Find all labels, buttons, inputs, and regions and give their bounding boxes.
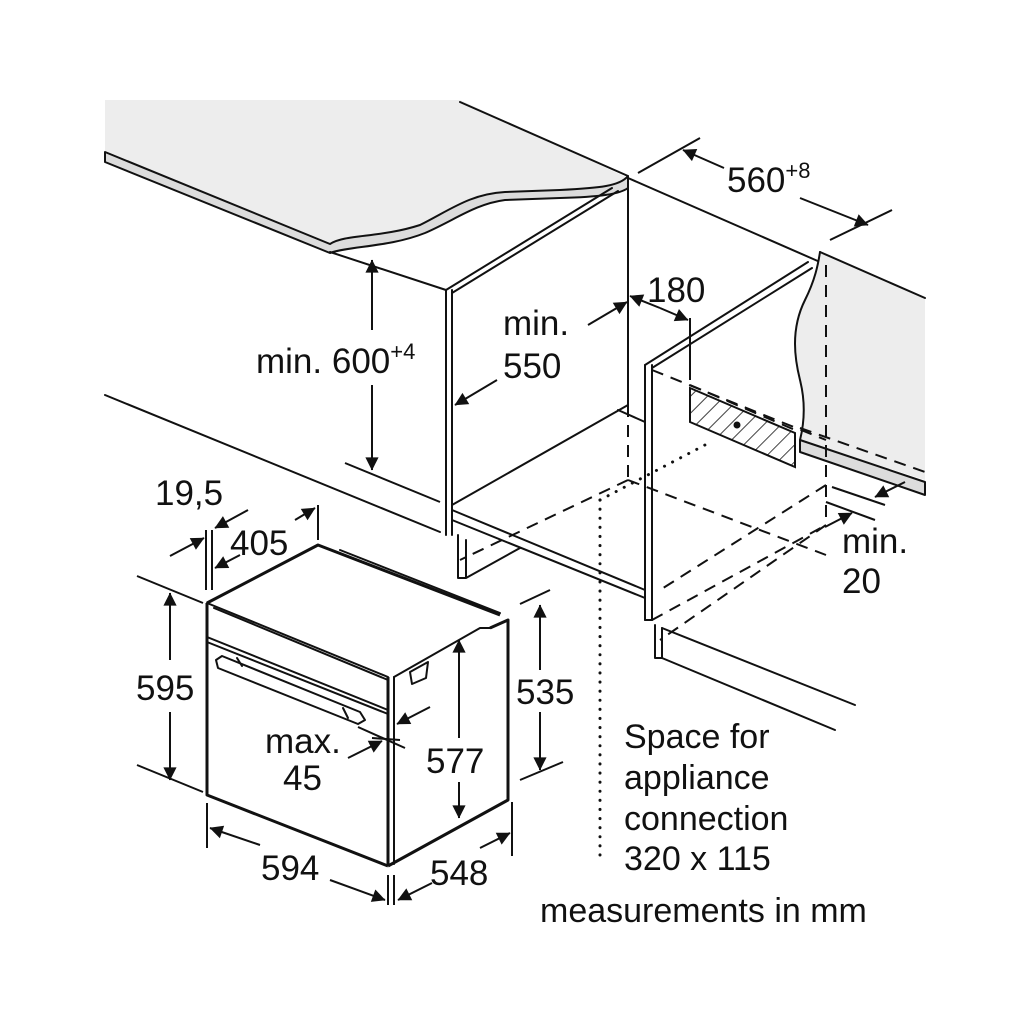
label-body-height-front: 577 <box>426 742 484 781</box>
worktop-back-edge <box>459 101 629 177</box>
label-appliance-width: 594 <box>261 849 319 888</box>
worktop-back-edge-right <box>627 177 821 263</box>
label-connection-offset: 180 <box>647 271 705 310</box>
cabinet-niche <box>104 179 856 862</box>
label-rear-gap-value: 20 <box>842 562 881 601</box>
label-niche-width: 560+8 <box>727 158 811 200</box>
note-connection-line2: appliance <box>624 759 770 797</box>
label-rear-gap-prefix: min. <box>842 522 908 561</box>
note-connection-line4: 320 x 115 <box>624 840 771 878</box>
label-niche-depth-prefix: min. <box>503 304 569 343</box>
label-niche-depth-value: 550 <box>503 347 561 386</box>
oven-appliance <box>205 543 510 868</box>
label-appliance-depth: 548 <box>430 854 488 893</box>
label-front-depth-offset: 405 <box>230 524 288 563</box>
dimension-labels: 560+8 min. 600+4 min. 550 180 min. 20 19… <box>136 158 908 893</box>
label-body-height-rear: 535 <box>516 673 574 712</box>
note-units: measurements in mm <box>540 892 867 930</box>
label-niche-height: min. 600+4 <box>256 339 415 381</box>
worktop <box>104 100 821 263</box>
label-appliance-height: 595 <box>136 669 194 708</box>
note-connection-line1: Space for <box>624 718 770 756</box>
label-front-thickness: 19,5 <box>155 474 223 513</box>
label-door-protrusion-value: 45 <box>283 759 322 798</box>
connection-box <box>689 384 796 469</box>
note-connection-line3: connection <box>624 800 788 838</box>
worktop-right <box>794 251 926 525</box>
notes: Space for appliance connection 320 x 115… <box>540 718 867 930</box>
label-door-protrusion-prefix: max. <box>265 722 341 761</box>
dimension-lines <box>136 137 906 905</box>
